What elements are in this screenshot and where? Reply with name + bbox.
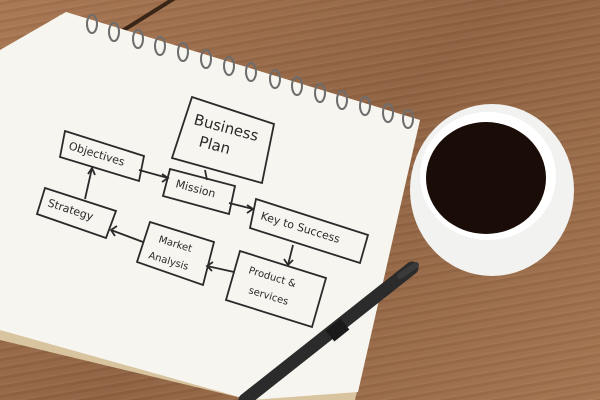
coffee-cup	[410, 104, 574, 276]
coffee-surface	[426, 122, 546, 234]
spiral-binding	[86, 14, 414, 129]
